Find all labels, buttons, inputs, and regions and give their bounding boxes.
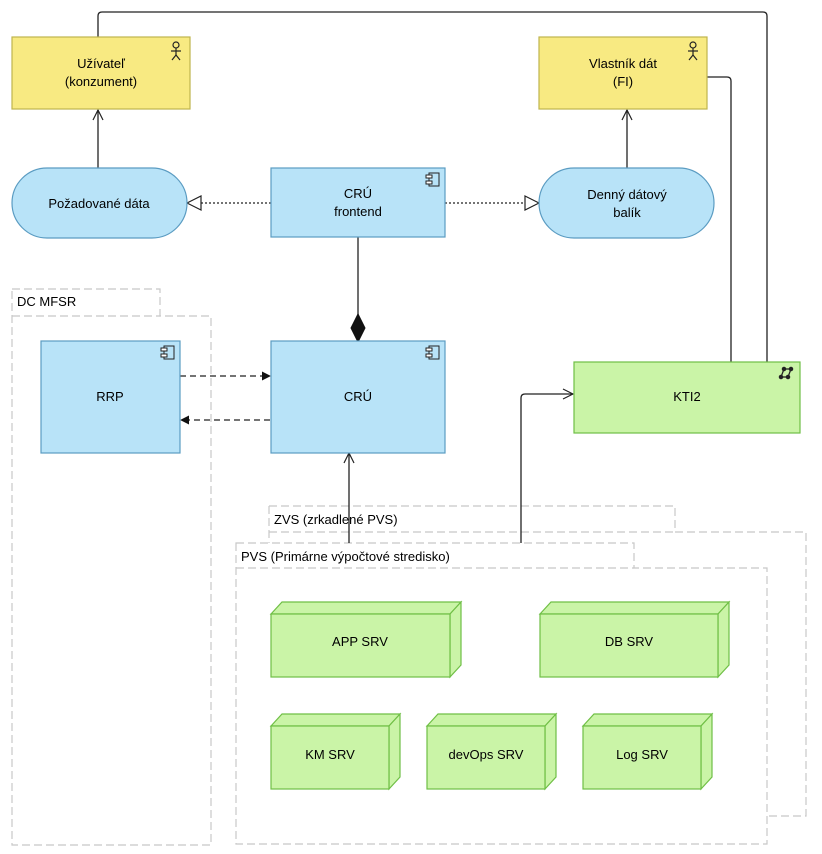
network-kti2[interactable]: KTI2 <box>573 361 801 434</box>
node-app-srv[interactable]: APP SRV <box>269 600 463 679</box>
network-kti2-label: KTI2 <box>673 389 700 404</box>
connector-pvs-kti2[interactable] <box>520 394 573 543</box>
component-icon <box>425 345 440 360</box>
actor-owner-label-2: (FI) <box>613 74 633 89</box>
node-devops-srv-label: devOps SRV <box>449 747 524 762</box>
actor-icon <box>171 41 181 61</box>
node-app-srv-label: APP SRV <box>332 634 388 649</box>
component-icon <box>160 345 175 360</box>
group-pvs-label: PVS (Primárne výpočtové stredisko) <box>241 549 450 564</box>
node-km-srv-label: KM SRV <box>305 747 355 762</box>
service-daily-package-label-2: balík <box>613 205 641 220</box>
actor-user-label-2: (konzument) <box>65 74 137 89</box>
actor-user[interactable]: Užívateľ (konzument) <box>11 36 191 110</box>
component-cru-label: CRÚ <box>344 389 372 404</box>
service-daily-package-label-1: Denný dátový <box>587 187 667 202</box>
node-devops-srv[interactable]: devOps SRV <box>425 712 558 791</box>
network-icon <box>778 366 794 380</box>
component-cru-frontend-label-1: CRÚ <box>344 186 372 201</box>
group-dc-mfsr[interactable]: DC MFSR <box>11 288 212 846</box>
node-km-srv[interactable]: KM SRV <box>269 712 402 791</box>
component-rrp-label: RRP <box>96 389 123 404</box>
group-dc-mfsr-label: DC MFSR <box>17 294 76 309</box>
actor-user-label-1: Užívateľ <box>77 56 125 71</box>
node-log-srv[interactable]: Log SRV <box>581 712 714 791</box>
group-pvs[interactable]: PVS (Primárne výpočtové stredisko) <box>235 542 768 845</box>
actor-owner-label-1: Vlastník dát <box>589 56 657 71</box>
connector-owner-kti2[interactable] <box>707 76 732 362</box>
service-required-data[interactable]: Požadované dáta <box>11 167 188 239</box>
component-cru-frontend-label-2: frontend <box>334 204 382 219</box>
service-daily-package[interactable]: Denný dátový balík <box>538 167 715 239</box>
service-required-data-label: Požadované dáta <box>48 196 150 211</box>
composition-diamond <box>350 312 366 344</box>
group-zvs[interactable]: ZVS (zrkadlené PVS) <box>268 505 807 817</box>
component-cru[interactable]: CRÚ <box>270 340 446 454</box>
component-rrp[interactable]: RRP <box>40 340 181 454</box>
component-icon <box>425 172 440 187</box>
node-db-srv[interactable]: DB SRV <box>538 600 731 679</box>
actor-owner[interactable]: Vlastník dát (FI) <box>538 36 708 110</box>
group-zvs-label: ZVS (zrkadlené PVS) <box>274 512 398 527</box>
connector-user-kti2[interactable] <box>97 11 768 362</box>
node-log-srv-label: Log SRV <box>616 747 668 762</box>
node-db-srv-label: DB SRV <box>605 634 653 649</box>
component-cru-frontend[interactable]: CRÚ frontend <box>270 167 446 238</box>
actor-icon <box>688 41 698 61</box>
